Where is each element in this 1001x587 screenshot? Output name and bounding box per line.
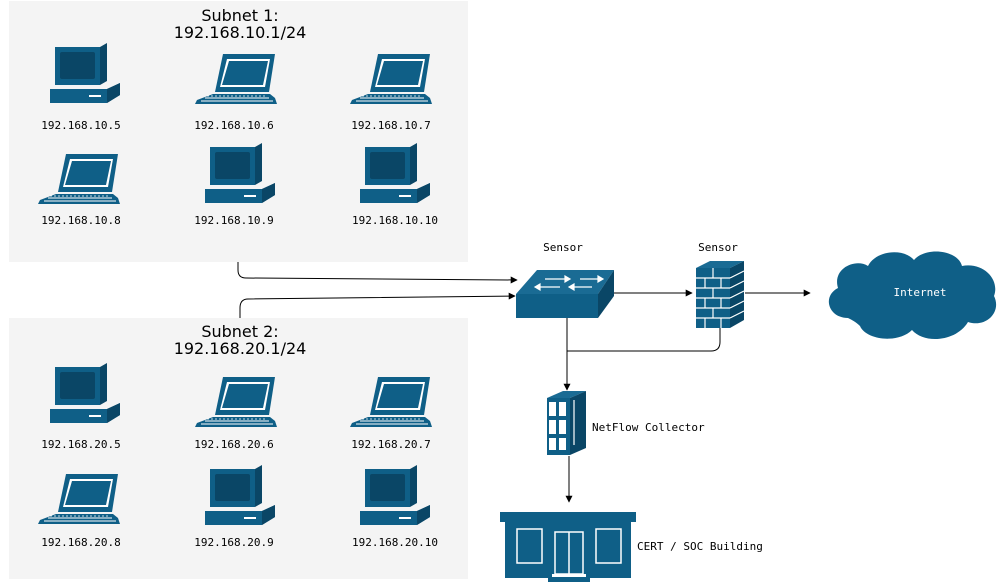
host-ip-label: 192.168.10.9: [194, 214, 273, 227]
subnet-1-cidr: 192.168.10.1/24: [174, 23, 307, 42]
host-ip-label: 192.168.10.8: [41, 214, 120, 227]
building-icon[interactable]: [500, 512, 636, 582]
server-icon[interactable]: [547, 391, 586, 455]
subnet-1-panel: [9, 1, 468, 262]
subnet-1-title: Subnet 1:: [201, 6, 278, 25]
subnet-2-title: Subnet 2:: [201, 322, 278, 341]
host-ip-label: 192.168.20.6: [194, 438, 273, 451]
cloud-icon[interactable]: [828, 251, 997, 340]
internet-label: Internet: [894, 286, 947, 299]
host-ip-label: 192.168.10.6: [194, 119, 273, 132]
firewall-collector-link: [567, 328, 721, 352]
host-ip-label: 192.168.20.7: [351, 438, 430, 451]
collector-label: NetFlow Collector: [592, 421, 705, 434]
host-ip-label: 192.168.20.5: [41, 438, 120, 451]
host-ip-label: 192.168.20.10: [352, 536, 438, 549]
host-ip-label: 192.168.10.10: [352, 214, 438, 227]
host-ip-label: 192.168.10.5: [41, 119, 120, 132]
building-label: CERT / SOC Building: [637, 540, 763, 553]
firewall-label: Sensor: [698, 241, 738, 254]
subnet-2-link: [239, 292, 516, 318]
host-ip-label: 192.168.20.8: [41, 536, 120, 549]
subnet-2-panel: [9, 318, 468, 579]
subnet-1-link: [237, 262, 518, 284]
switch-icon[interactable]: [516, 270, 614, 318]
firewall-icon[interactable]: [696, 261, 745, 328]
host-ip-label: 192.168.20.9: [194, 536, 273, 549]
subnet-2-cidr: 192.168.20.1/24: [174, 339, 307, 358]
host-ip-label: 192.168.10.7: [351, 119, 430, 132]
switch-label: Sensor: [543, 241, 583, 254]
